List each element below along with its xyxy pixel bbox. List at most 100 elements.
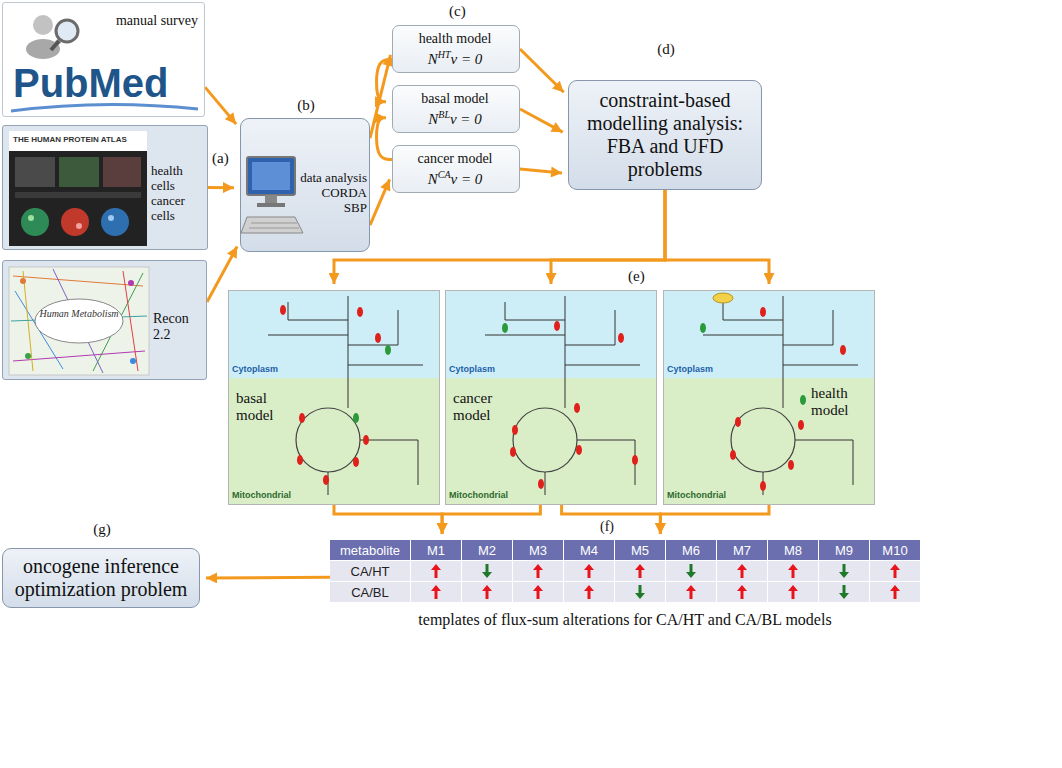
- change-arrow: [584, 585, 594, 599]
- pathway-map-part: [723, 302, 783, 320]
- protein-atlas-screenshot-part: [76, 223, 82, 229]
- row-header: CA/HT: [351, 564, 390, 579]
- pathway-map-part: [632, 455, 638, 465]
- text-block: cancer model: [393, 151, 517, 167]
- node-text: Cytoplasm: [232, 364, 278, 374]
- pathway-map-part: [703, 296, 858, 495]
- column-header: M10: [882, 543, 907, 558]
- pathway-map-part: [485, 296, 640, 495]
- table-cell: metabolite: [330, 540, 410, 560]
- protein-atlas-screenshot-part: [59, 157, 99, 187]
- arrow-cell: [513, 561, 563, 581]
- arrow-cell: [870, 561, 920, 581]
- column-header: M5: [631, 543, 649, 558]
- text-block: basal model: [393, 91, 517, 107]
- table-cell: M4: [564, 540, 614, 560]
- change-arrow: [686, 585, 696, 599]
- pathway-map-part: [446, 291, 657, 505]
- text-block: oncogene inference optimization problem: [6, 555, 196, 601]
- table-cell: M9: [819, 540, 869, 560]
- change-arrow: [839, 564, 849, 578]
- pubmed-illustration-part: [51, 41, 59, 50]
- pathway-map-part: [502, 323, 508, 333]
- change-arrow: [890, 564, 900, 578]
- change-arrow: [431, 564, 441, 578]
- change-arrow: [532, 563, 544, 579]
- pathway-map-part: [385, 345, 391, 355]
- pathway-map-part: [731, 408, 795, 472]
- arrow-cell: [666, 561, 716, 581]
- pathway-map-part: [700, 323, 706, 333]
- flow-arrow: [377, 60, 392, 102]
- change-arrow: [532, 584, 544, 600]
- result-table: metaboliteM1M2M3M4M5M6M7M8M9M10CA/HTCA/B…: [330, 540, 920, 602]
- pathway-map-part: [663, 290, 875, 378]
- process-box: (g)oncogene inference optimization probl…: [2, 548, 200, 608]
- pathway-panel: basal modelCytoplasmMitochondrial: [228, 290, 440, 505]
- arrow-cell: [564, 582, 614, 602]
- flow-arrow: [520, 109, 563, 132]
- node-text: N: [428, 111, 438, 127]
- node-text: PubMed: [13, 61, 169, 105]
- node-text: health model: [419, 31, 492, 46]
- figure-caption: templates of flux-sum alterations for CA…: [330, 610, 920, 629]
- pathway-panel: cancer modelCytoplasmMitochondrial: [445, 290, 657, 505]
- arrow-cell: [666, 582, 716, 602]
- arrow-cell: [564, 561, 614, 581]
- node-text: manual survey: [116, 13, 198, 28]
- protein-atlas-screenshot-part: [101, 208, 129, 236]
- change-arrow: [430, 584, 442, 600]
- arrow-cell: [513, 582, 563, 602]
- column-header: M7: [733, 543, 751, 558]
- protein-atlas-screenshot-part: [28, 215, 34, 221]
- pathway-map-part: [445, 378, 657, 505]
- arrow-cell: [411, 582, 461, 602]
- text-block: basal model: [236, 390, 288, 423]
- protein-atlas-screenshot-part: [21, 208, 49, 236]
- pathway-map-part: [296, 408, 360, 472]
- pathway-map-part: [576, 445, 582, 455]
- superscript: CA: [438, 169, 451, 180]
- flow-arrow: [206, 576, 330, 580]
- node-text: oncogene inference optimization problem: [15, 555, 188, 600]
- pathway-map-part: [735, 417, 741, 427]
- column-header: metabolite: [340, 543, 400, 558]
- computer-icon-part: [257, 203, 285, 207]
- pubmed-illustration-part: [26, 39, 60, 59]
- table-grid: metaboliteM1M2M3M4M5M6M7M8M9M10CA/HTCA/B…: [330, 540, 920, 602]
- table-cell: M7: [717, 540, 767, 560]
- protein-atlas-screenshot-part: [15, 192, 141, 198]
- node-text: data analysis CORDA SBP: [300, 170, 367, 215]
- change-arrow: [736, 563, 748, 579]
- table-cell: M2: [462, 540, 512, 560]
- pathway-map-part: [348, 310, 398, 345]
- pathway-map-part: [360, 440, 418, 485]
- text-block: Mitochondrial: [449, 490, 508, 500]
- flow-arrow: [334, 190, 665, 284]
- pathway-map-part: [760, 481, 766, 491]
- flow-arrow: [665, 190, 769, 284]
- pathway-map-part: [730, 450, 736, 460]
- node-text: (g): [93, 521, 111, 537]
- computer-icon-part: [265, 195, 277, 203]
- flow-arrow: [562, 505, 661, 534]
- change-arrow: [737, 564, 747, 578]
- node-text: v = 0: [450, 111, 482, 127]
- column-header: M8: [784, 543, 802, 558]
- change-arrow: [838, 563, 850, 579]
- node-text: v = 0: [451, 51, 483, 67]
- change-arrow: [889, 563, 901, 579]
- node-text: health cells cancer cells: [151, 163, 185, 223]
- superscript: HT: [438, 49, 451, 60]
- change-arrow: [839, 585, 849, 599]
- text-block: Human Metabolism: [39, 308, 119, 320]
- change-arrow: [634, 563, 646, 579]
- pathway-map-part: [664, 291, 875, 505]
- model-box: basal modelNBLv = 0: [392, 85, 520, 133]
- node-text: Human Metabolism: [39, 308, 118, 319]
- computer-icon-part: [247, 157, 295, 195]
- protein-atlas-screenshot-part: [15, 157, 55, 187]
- pathway-map-part: [353, 457, 359, 467]
- node-text: constraint-based modelling analysis: FBA…: [587, 89, 743, 180]
- pathway-map-part: [565, 296, 566, 408]
